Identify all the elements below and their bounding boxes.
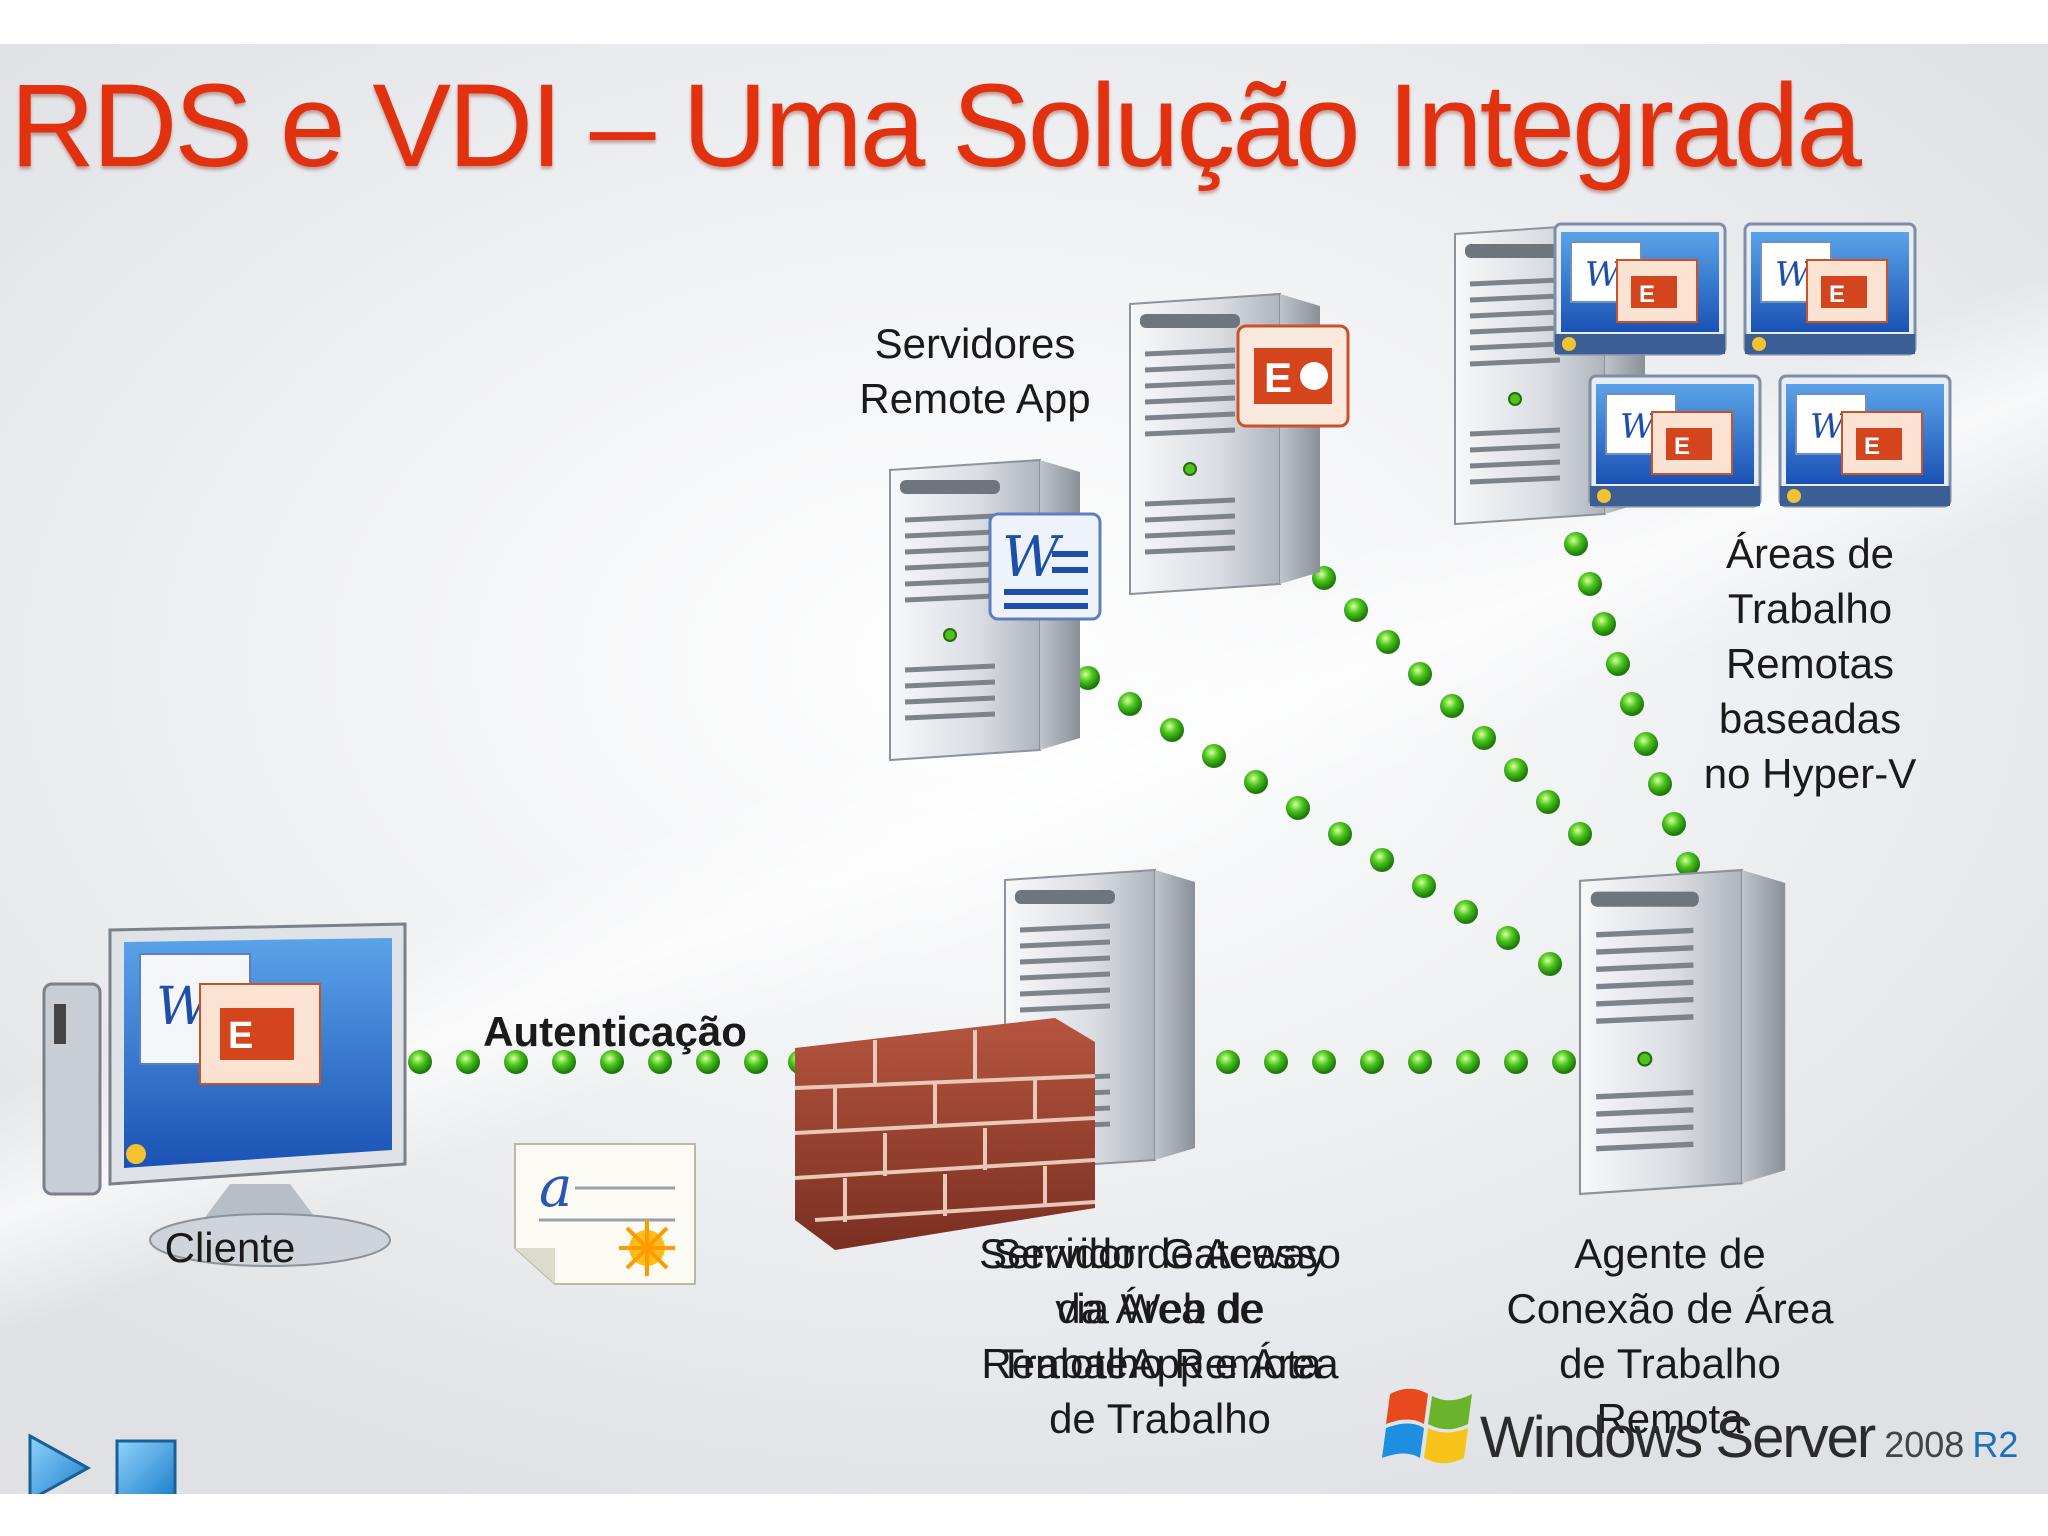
broker-label-line-4: Remota [1596, 1395, 1744, 1442]
hyperv-desktops-label-line-2: Trabalho [1727, 585, 1893, 632]
svg-text:W: W [1002, 525, 1064, 590]
remoteapp-servers-label-line-1: Servidores [874, 320, 1076, 367]
svg-text:a: a [539, 1155, 572, 1220]
remote-desktop-window-1 [1553, 222, 1727, 356]
broker-label-line-2: Conexão de Área [1506, 1285, 1834, 1332]
remoteapp-servers-label-line-2: Remote App [859, 375, 1091, 422]
gateway-label-line-1: Servidor Gateway [993, 1230, 1327, 1277]
broker-label-line-3: de Trabalho [1559, 1340, 1781, 1387]
hyperv-desktops-label-line-4: baseadas [1718, 695, 1902, 742]
svg-text:E: E [228, 1015, 253, 1057]
monitor-icon: W E [42, 922, 407, 1267]
stop-icon[interactable] [114, 1438, 178, 1494]
windows-flag-icon [1382, 1388, 1472, 1464]
web-access-label-line-4: de Trabalho [1049, 1395, 1271, 1442]
remote-desktop-window-4 [1778, 374, 1952, 508]
word-icon: W [988, 512, 1102, 621]
server-icon-broker [1580, 870, 1785, 1194]
remote-desktop-window-2 [1743, 222, 1917, 356]
remote-desktop-window-3 [1588, 374, 1762, 508]
broker-label: Agente de Conexão de Área de Trabalho Re… [1460, 1226, 1880, 1446]
web-access-label-line-3: RemoteApp e Área [981, 1340, 1339, 1387]
client-label: Cliente [164, 1224, 296, 1271]
gateway-label-line-3: Trabalho Remota [998, 1340, 1322, 1387]
connection-dots [408, 492, 1700, 1074]
brand-edition: R2 [1972, 1424, 2019, 1465]
hyperv-desktops-label-line-3: Remotas [1725, 640, 1895, 687]
certificate-icon: a [514, 1143, 696, 1285]
authentication-label: Autenticação [483, 1008, 747, 1055]
remoteapp-servers-label: Servidores Remote App [820, 316, 1130, 426]
play-icon[interactable] [26, 1432, 92, 1494]
web-access-label-line-1: Servidor de Acesso [979, 1230, 1341, 1277]
brand-version: 2008 [1884, 1424, 1965, 1465]
gateway-server-label: Servidor Gateway da Área de Trabalho Rem… [940, 1226, 1380, 1391]
hyperv-desktops-label: Áreas de Trabalho Remotas baseadas no Hy… [1660, 526, 1960, 801]
web-access-label-line-2: via Web de [1055, 1285, 1265, 1332]
brand-product: Windows Server [1480, 1405, 1876, 1470]
diagram-canvas: W E [42, 44, 1952, 1285]
slide-canvas: RDS e VDI – Uma Solução Integrada [0, 44, 2048, 1494]
hyperv-desktops-label-line-1: Áreas de [1725, 530, 1895, 577]
gateway-label-line-2: da Área de [1057, 1285, 1263, 1332]
svg-text:E: E [1264, 354, 1292, 401]
broker-label-line-1: Agente de [1574, 1230, 1766, 1277]
powerpoint-icon: E [1236, 324, 1350, 428]
firewall-icon [794, 1018, 1096, 1250]
slide-title: RDS e VDI – Uma Solução Integrada [10, 60, 1862, 192]
hyperv-desktops-label-line-5: no Hyper-V [1703, 750, 1917, 797]
web-access-server-label: Servidor de Acesso via Web de RemoteApp … [940, 1226, 1380, 1446]
